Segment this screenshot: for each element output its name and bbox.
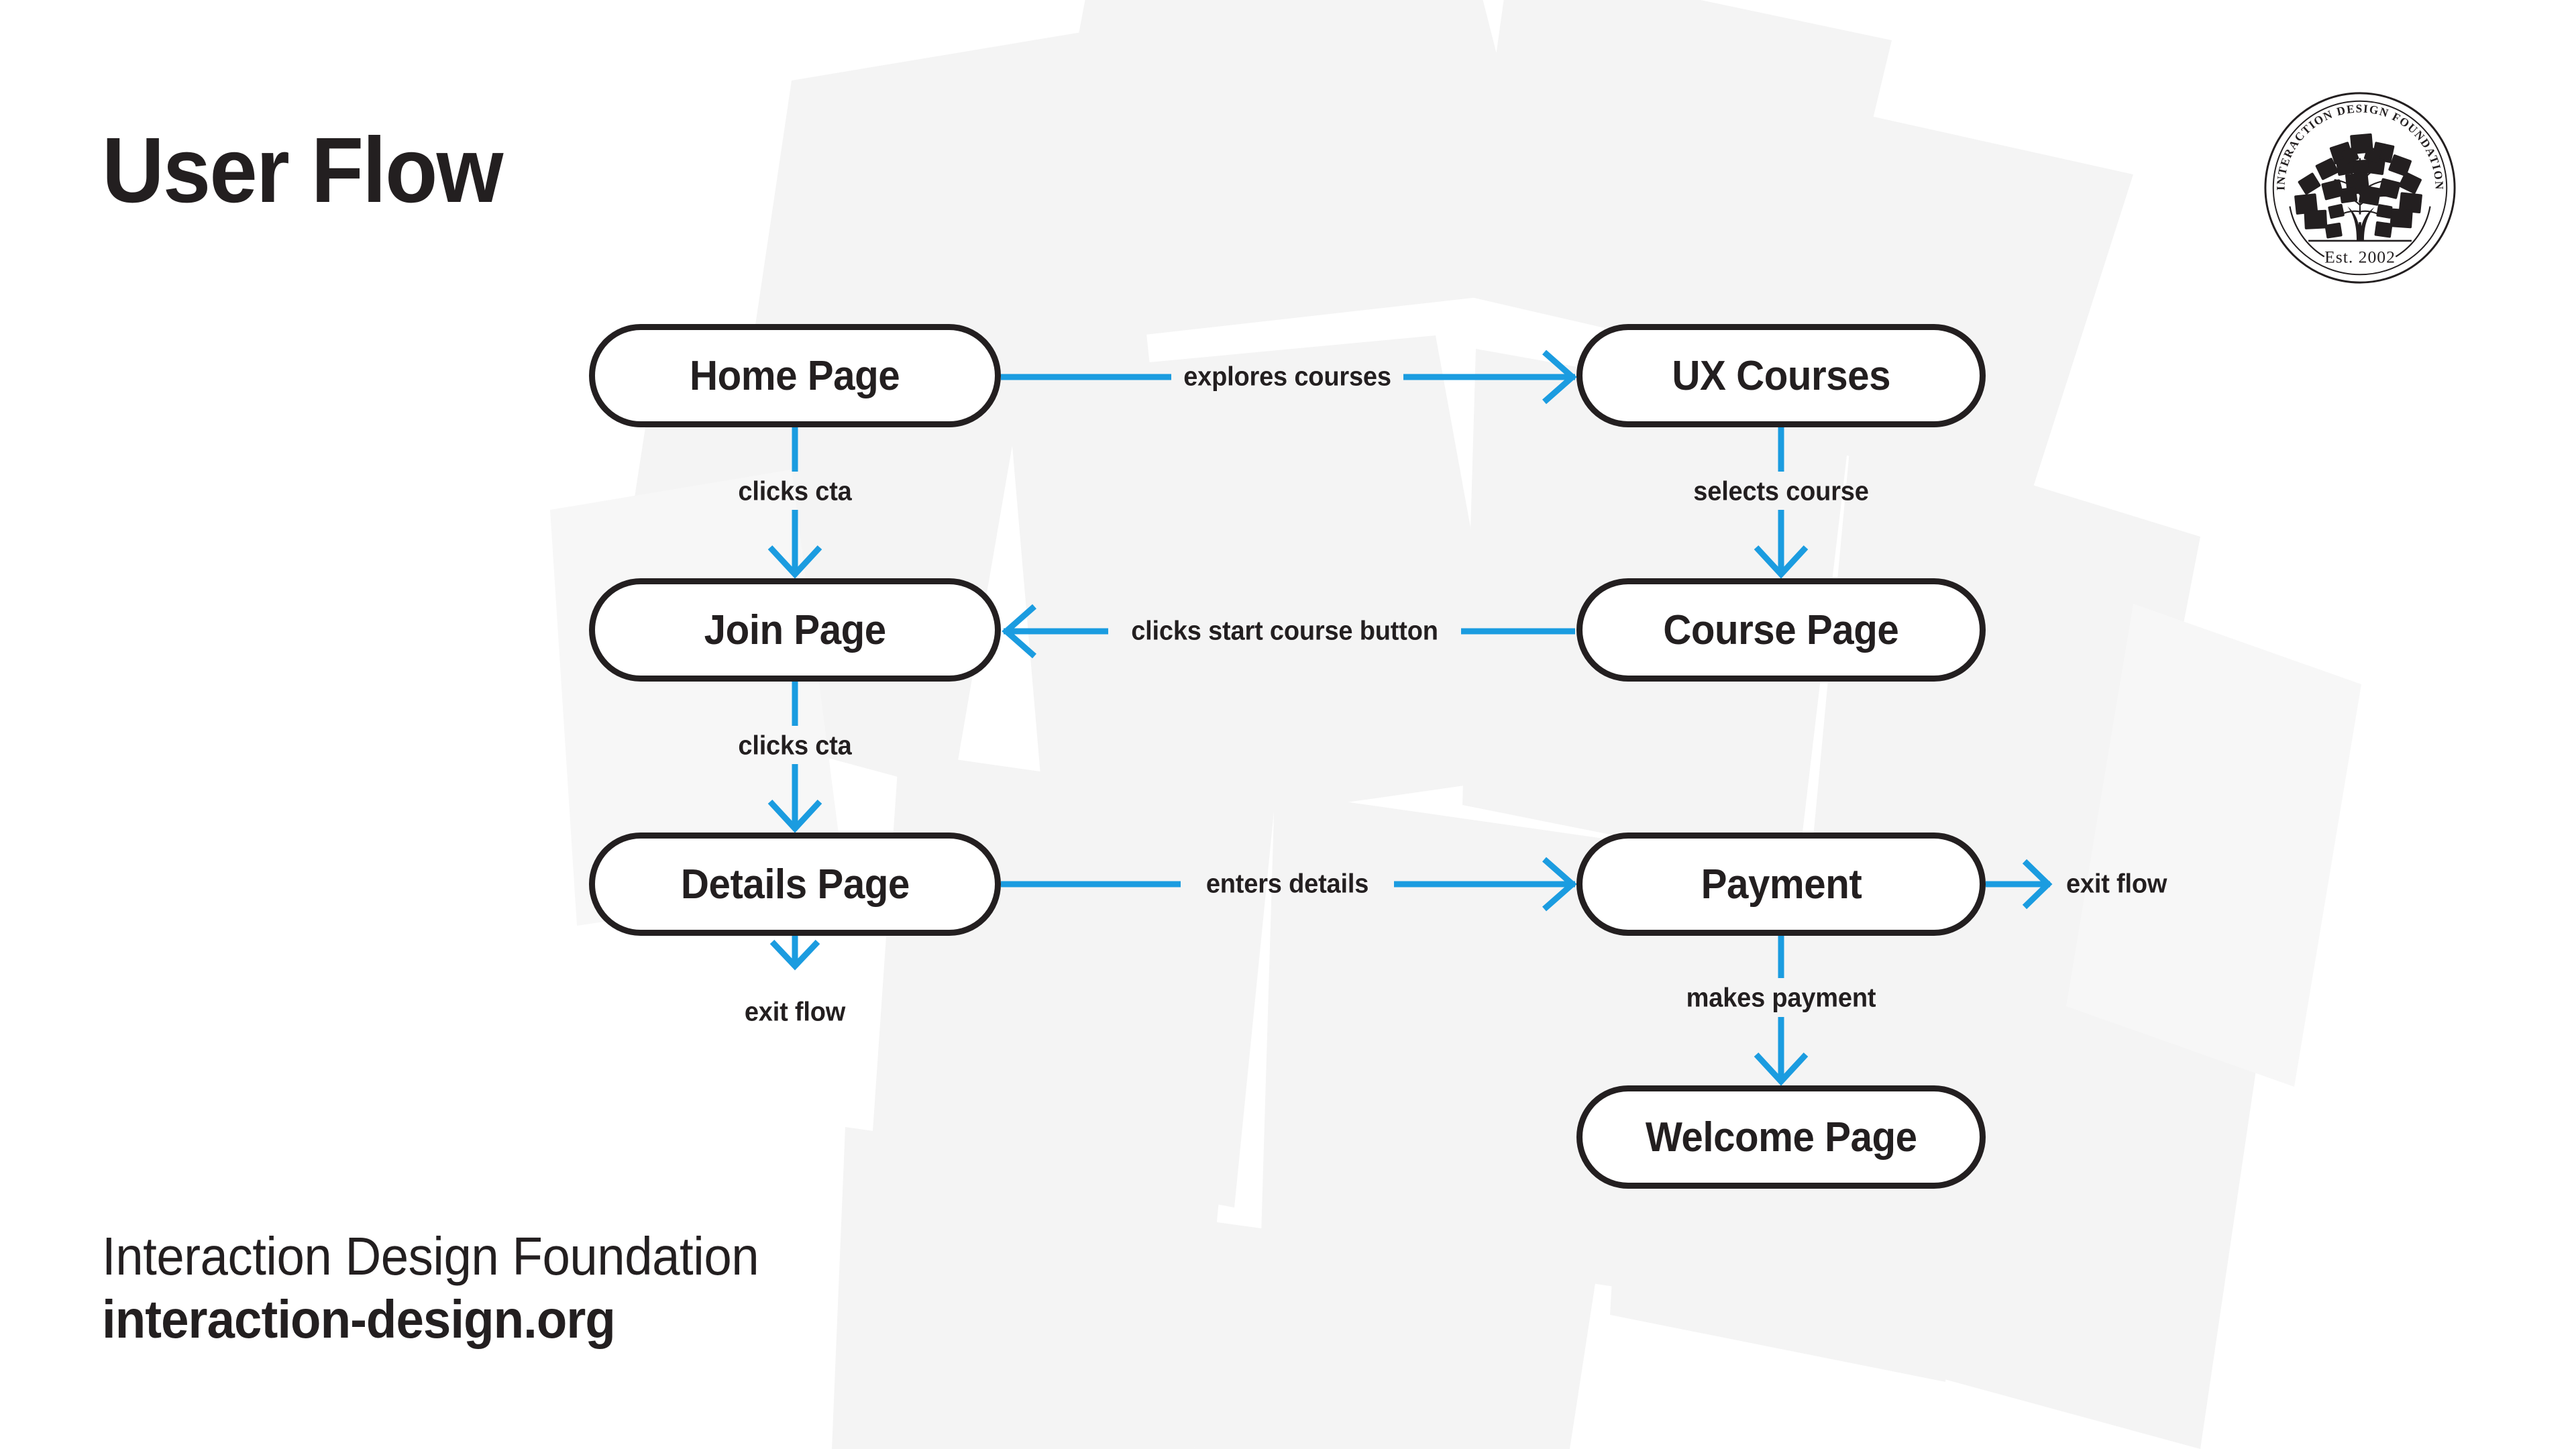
edge-label-clicks-cta-home-join: clicks cta <box>738 476 852 506</box>
footer-organization: Interaction Design Foundation <box>102 1226 759 1286</box>
svg-text:Est. 2002: Est. 2002 <box>2324 247 2396 266</box>
flow-node-welcome-page[interactable]: Welcome Page <box>1576 1085 1986 1189</box>
flow-node-label: Payment <box>1701 861 1862 908</box>
flow-node-label: Welcome Page <box>1645 1114 1917 1161</box>
edge-label-clicks-cta-join-details: clicks cta <box>738 731 852 761</box>
edge-label-selects-course: selects course <box>1693 476 1869 506</box>
flow-node-label: UX Courses <box>1672 352 1890 399</box>
flow-node-details-page[interactable]: Details Page <box>589 833 1001 936</box>
flow-node-home-page[interactable]: Home Page <box>589 324 1001 427</box>
edge-label-enters-details: enters details <box>1205 869 1369 899</box>
terminal-label-exit-flow-details: exit flow <box>744 997 846 1027</box>
flow-node-label: Join Page <box>704 606 886 653</box>
footer-url[interactable]: interaction-design.org <box>102 1289 616 1349</box>
edge-label-clicks-start-course-button: clicks start course button <box>1131 616 1438 646</box>
idf-logo-seal: INTERACTION DESIGN FOUNDATION <box>2264 92 2456 284</box>
flow-node-label: Course Page <box>1663 606 1899 653</box>
flow-node-join-page[interactable]: Join Page <box>589 578 1001 682</box>
footer: Interaction Design Foundation interactio… <box>102 1225 808 1350</box>
terminal-label-exit-flow-payment: exit flow <box>2065 869 2167 899</box>
page-title: User Flow <box>102 119 503 222</box>
flow-node-label: Details Page <box>680 861 910 908</box>
flow-node-payment[interactable]: Payment <box>1576 833 1986 936</box>
flow-node-course-page[interactable]: Course Page <box>1576 578 1986 682</box>
edge-label-makes-payment: makes payment <box>1686 983 1876 1013</box>
flow-node-label: Home Page <box>690 352 900 399</box>
edge-label-explores-courses: explores courses <box>1183 362 1391 392</box>
arrowhead-exit-flow-details <box>769 939 820 971</box>
flow-node-ux-courses[interactable]: UX Courses <box>1576 324 1986 427</box>
